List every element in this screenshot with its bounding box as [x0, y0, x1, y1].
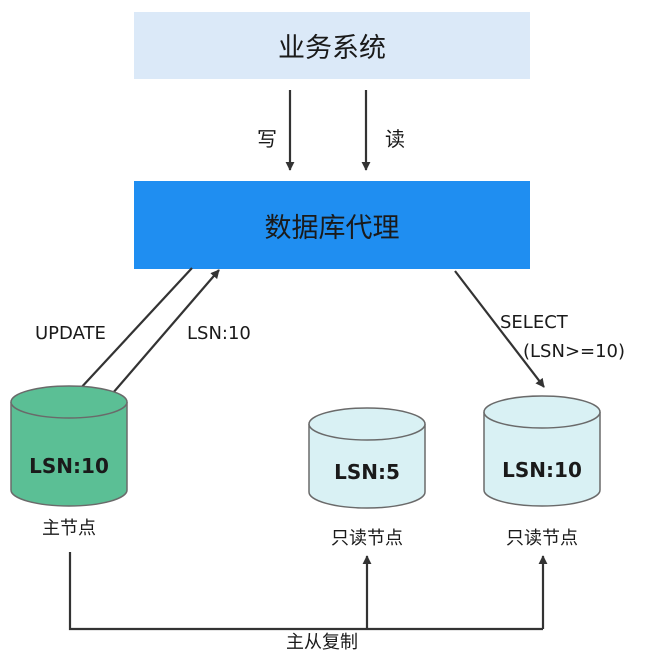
lsn-return-label: LSN:10	[187, 323, 251, 344]
replica-1-cylinder	[308, 407, 426, 509]
business-system-label-wrap: 业务系统	[134, 12, 530, 79]
primary-caption: 主节点	[42, 518, 96, 539]
write-label: 写	[257, 127, 277, 151]
read-label: 读	[385, 127, 405, 151]
replica-2-cylinder	[483, 395, 601, 507]
replica-1-lsn-label: LSN:5	[334, 460, 400, 484]
primary-lsn-label: LSN:10	[29, 454, 109, 478]
replica-1-caption: 只读节点	[331, 528, 403, 549]
db-proxy-box	[134, 181, 530, 269]
replication-line	[68, 552, 543, 631]
replica-2-caption: 只读节点	[506, 528, 578, 549]
update-arrow	[65, 267, 193, 405]
update-label: UPDATE	[35, 323, 106, 344]
db-proxy-label: 数据库代理	[264, 212, 400, 244]
business-system-label: 业务系统	[278, 33, 386, 64]
select-arrow	[454, 270, 545, 388]
select-label: SELECT	[500, 312, 568, 333]
replication-label: 主从复制	[286, 632, 358, 653]
db-proxy-label-wrap: 数据库代理	[134, 181, 530, 269]
lsn-return-arrow	[99, 269, 220, 409]
business-system-box	[134, 12, 530, 79]
primary-node-cylinder	[10, 385, 128, 507]
replica-2-lsn-label: LSN:10	[502, 458, 582, 482]
select-condition-label: (LSN>=10)	[523, 341, 626, 362]
